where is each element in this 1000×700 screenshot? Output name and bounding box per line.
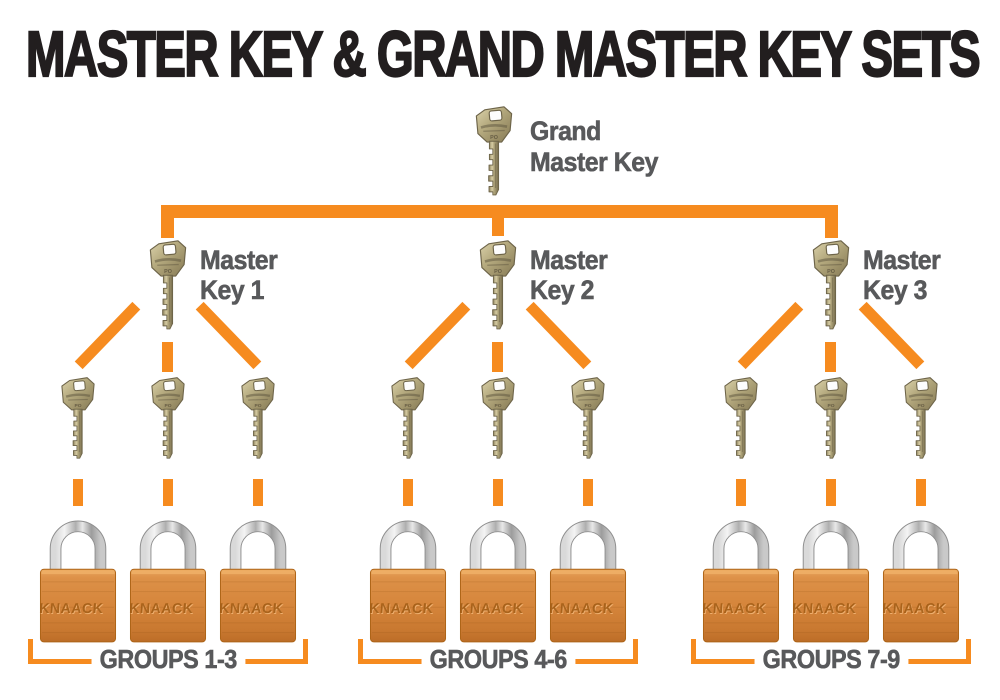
- master-key-label-line2: Key 1: [200, 275, 265, 306]
- key-to-lock-dash: [583, 479, 593, 506]
- connector-diagonal-left: [74, 301, 141, 370]
- tree-connector-stub-center: [492, 205, 504, 236]
- master-key-label-line1: Master: [863, 245, 941, 276]
- connector-vertical-dash: [492, 342, 503, 372]
- change-key-icon: [147, 375, 189, 463]
- master-key-group-2: Master Key 2 GROUPS 4-6: [358, 235, 638, 700]
- master-key-label-line1: Master: [200, 245, 278, 276]
- master-key-icon: [807, 240, 855, 332]
- padlock-icon: [882, 512, 960, 645]
- master-key-label-line2: Key 3: [863, 275, 928, 306]
- padlock-icon: [369, 512, 447, 645]
- group-bracket-left-tick: [691, 639, 696, 664]
- key-to-lock-dash: [493, 479, 503, 506]
- padlock-icon: [219, 512, 297, 645]
- group-label: GROUPS 7-9: [691, 644, 971, 674]
- master-key-group-1: Master Key 1 GROUPS 1-3: [28, 235, 308, 700]
- master-key-icon: [144, 240, 192, 332]
- connector-diagonal-right: [858, 301, 925, 370]
- connector-vertical-dash: [162, 342, 173, 372]
- group-bracket-left-tick: [28, 639, 33, 664]
- key-to-lock-dash: [736, 479, 746, 506]
- group-bracket-right-tick: [633, 639, 638, 664]
- grand-master-key-label: Grand Master Key: [530, 116, 659, 178]
- connector-diagonal-right: [525, 301, 592, 370]
- change-key-icon: [720, 375, 762, 463]
- group-label-text: GROUPS 4-6: [421, 644, 575, 674]
- padlock-icon: [549, 512, 627, 645]
- master-key-label-line2: Key 2: [530, 275, 595, 306]
- key-to-lock-dash: [163, 479, 173, 506]
- group-bracket-left-tick: [358, 639, 363, 664]
- tree-connector-stub-left: [161, 205, 174, 238]
- grand-master-key-label-line1: Grand: [530, 116, 602, 147]
- group-bracket-right-tick: [966, 639, 971, 664]
- padlock-icon: [792, 512, 870, 645]
- group-label: GROUPS 1-3: [28, 644, 308, 674]
- change-key-icon: [900, 375, 942, 463]
- key-to-lock-dash: [403, 479, 413, 506]
- change-key-icon: [477, 375, 519, 463]
- padlock-icon: [702, 512, 780, 645]
- connector-diagonal-left: [737, 301, 804, 370]
- key-to-lock-dash: [916, 479, 926, 506]
- master-key-label: Master Key 2: [530, 245, 608, 306]
- master-key-icon: [474, 240, 522, 332]
- tree-connector-stub-right: [825, 205, 838, 238]
- connector-diagonal-right: [195, 301, 262, 370]
- master-key-label: Master Key 1: [200, 245, 278, 306]
- change-key-icon: [237, 375, 279, 463]
- change-key-icon: [57, 375, 99, 463]
- padlock-icon: [129, 512, 207, 645]
- master-key-label-line1: Master: [530, 245, 608, 276]
- key-to-lock-dash: [826, 479, 836, 506]
- master-key-group-3: Master Key 3 GROUPS 7-9: [691, 235, 971, 700]
- grand-master-key-icon: [470, 106, 518, 198]
- page-title: MASTER KEY & GRAND MASTER KEY SETS: [25, 18, 981, 90]
- master-key-label: Master Key 3: [863, 245, 941, 306]
- padlock-icon: [459, 512, 537, 645]
- connector-diagonal-left: [404, 301, 471, 370]
- group-label: GROUPS 4-6: [358, 644, 638, 674]
- padlock-icon: [39, 512, 117, 645]
- change-key-icon: [387, 375, 429, 463]
- group-bracket-right-tick: [303, 639, 308, 664]
- key-to-lock-dash: [253, 479, 263, 506]
- change-key-icon: [810, 375, 852, 463]
- connector-vertical-dash: [825, 342, 836, 372]
- change-key-icon: [567, 375, 609, 463]
- group-label-text: GROUPS 7-9: [754, 644, 908, 674]
- grand-master-key-label-line2: Master Key: [530, 147, 659, 178]
- key-to-lock-dash: [73, 479, 83, 506]
- group-label-text: GROUPS 1-3: [91, 644, 245, 674]
